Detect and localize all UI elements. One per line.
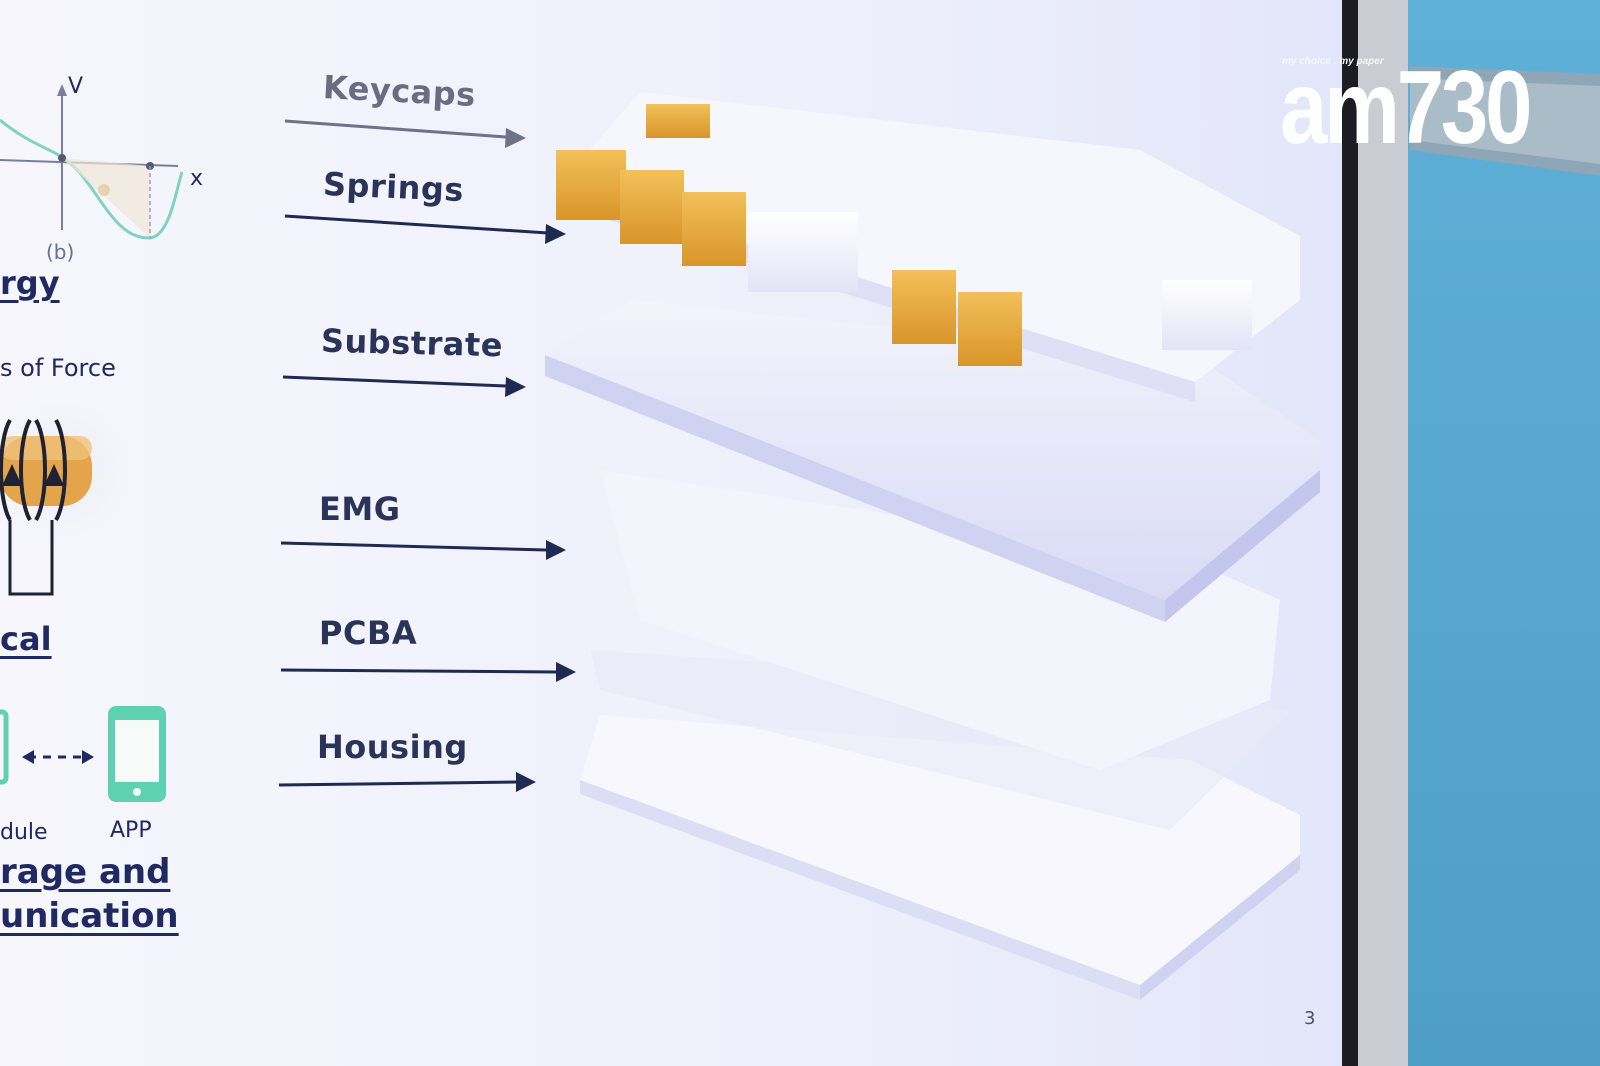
arrow-icon <box>22 750 94 764</box>
keycaps-layer <box>556 92 1300 402</box>
monitor-edge <box>1352 0 1408 1066</box>
logo-tagline: my choice . my paper <box>1282 56 1384 67</box>
label-springs: Springs <box>322 164 465 210</box>
lines-of-force-label: s of Force <box>0 354 116 382</box>
heading-storage-line1: rage and <box>0 852 171 892</box>
heading-energy: rgy <box>0 264 60 302</box>
phone-app-icon <box>108 706 166 802</box>
module-icon <box>0 709 9 785</box>
heading-mechanical: cal <box>0 620 52 658</box>
keyboard-exploded-view <box>545 92 1320 1000</box>
heading-storage-line2: unication <box>0 896 179 936</box>
panel-tag: (b) <box>46 240 75 264</box>
label-pcba: PCBA <box>319 614 418 652</box>
wall-rail-face <box>1410 78 1600 164</box>
app-label: APP <box>110 818 152 843</box>
label-keycaps: Keycaps <box>322 68 477 114</box>
axis-label-x: x <box>190 166 204 191</box>
axis-label-v: V <box>68 74 84 99</box>
label-housing: Housing <box>317 728 468 766</box>
monitor-bezel <box>1340 0 1358 1066</box>
module-label: dule <box>0 820 48 845</box>
pointer-arrows <box>278 119 576 792</box>
emg-layer <box>600 470 1280 770</box>
label-substrate: Substrate <box>320 321 504 365</box>
coil-icon <box>0 380 150 596</box>
am730-watermark-logo: my choice . my paper am730 <box>1280 48 1532 160</box>
potential-energy-graph <box>0 84 184 240</box>
logo-brand: am730 <box>1280 50 1532 166</box>
label-emg: EMG <box>319 490 401 528</box>
page-number: 3 <box>1304 1008 1316 1029</box>
